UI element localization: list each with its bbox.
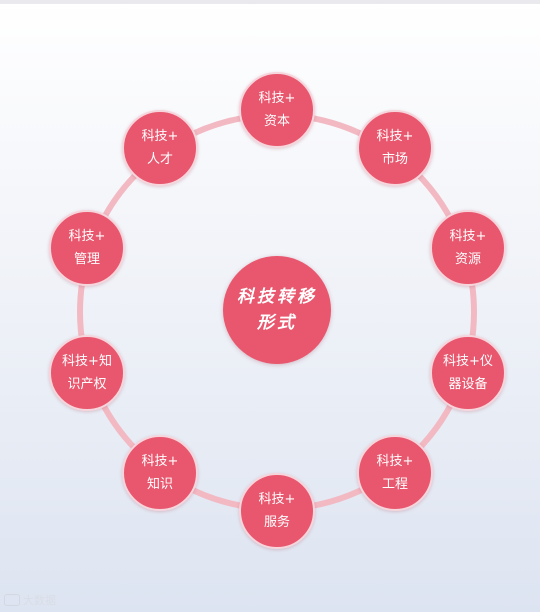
node-talent-line2: 人才: [146, 152, 173, 167]
center-title-line1: 科技转移: [237, 287, 317, 307]
node-management: 科技+ 管理: [49, 210, 125, 286]
node-management-line2: 管理: [73, 252, 100, 267]
watermark-logo-icon: [4, 594, 20, 606]
node-equipment-line1: 科技+仪: [443, 354, 493, 369]
node-resources: 科技+ 资源: [430, 210, 506, 286]
center-node: 科技转移 形式: [223, 256, 331, 364]
node-capital-line1: 科技+: [258, 91, 296, 106]
top-border: [0, 0, 540, 4]
node-resources-line1: 科技+: [449, 229, 487, 244]
node-intellectual-property-line2: 识产权: [67, 377, 107, 392]
node-management-line1: 科技+: [68, 229, 106, 244]
node-market-line2: 市场: [381, 152, 408, 167]
node-service-line1: 科技+: [258, 492, 296, 507]
node-market-line1: 科技+: [376, 129, 414, 144]
node-equipment-line2: 器设备: [448, 377, 488, 392]
watermark-text: 大数据: [23, 594, 56, 607]
node-engineering-line1: 科技+: [376, 454, 414, 469]
node-knowledge: 科技+ 知识: [122, 435, 198, 511]
node-service: 科技+ 服务: [239, 473, 315, 549]
node-engineering-line2: 工程: [381, 477, 408, 492]
node-equipment: 科技+仪 器设备: [430, 335, 506, 411]
node-knowledge-line1: 科技+: [141, 454, 179, 469]
node-intellectual-property-line1: 科技+知: [62, 354, 112, 369]
node-talent-line1: 科技+: [141, 129, 179, 144]
watermark: 大数据: [4, 592, 56, 608]
node-resources-line2: 资源: [454, 252, 481, 267]
node-capital: 科技+ 资本: [239, 72, 315, 148]
node-knowledge-line2: 知识: [146, 477, 173, 492]
node-capital-line2: 资本: [263, 114, 290, 129]
node-intellectual-property: 科技+知 识产权: [49, 335, 125, 411]
node-engineering: 科技+ 工程: [357, 435, 433, 511]
node-market: 科技+ 市场: [357, 110, 433, 186]
center-title-line2: 形式: [257, 313, 297, 333]
node-service-line2: 服务: [263, 515, 290, 530]
node-talent: 科技+ 人才: [122, 110, 198, 186]
